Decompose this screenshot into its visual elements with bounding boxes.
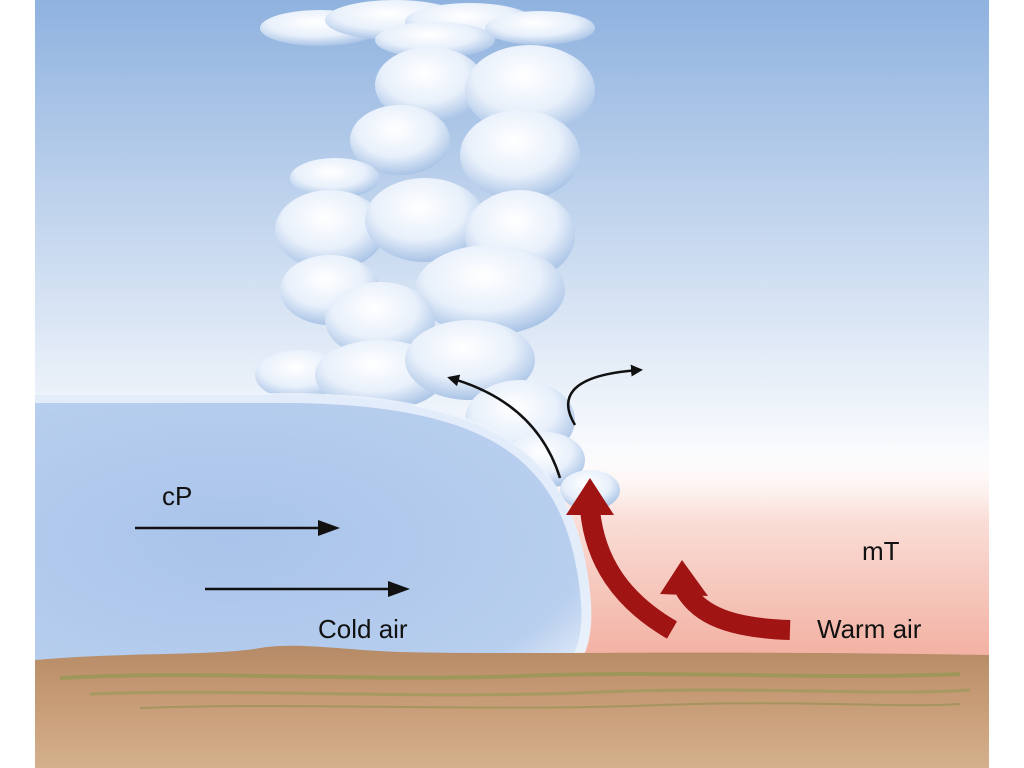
warm-air-mass-label: mT <box>862 536 900 566</box>
ground <box>35 646 989 768</box>
warm-air-label: Warm air <box>817 614 922 644</box>
cold-air-mass-label: cP <box>162 481 192 511</box>
cold-air-label: Cold air <box>318 614 408 644</box>
